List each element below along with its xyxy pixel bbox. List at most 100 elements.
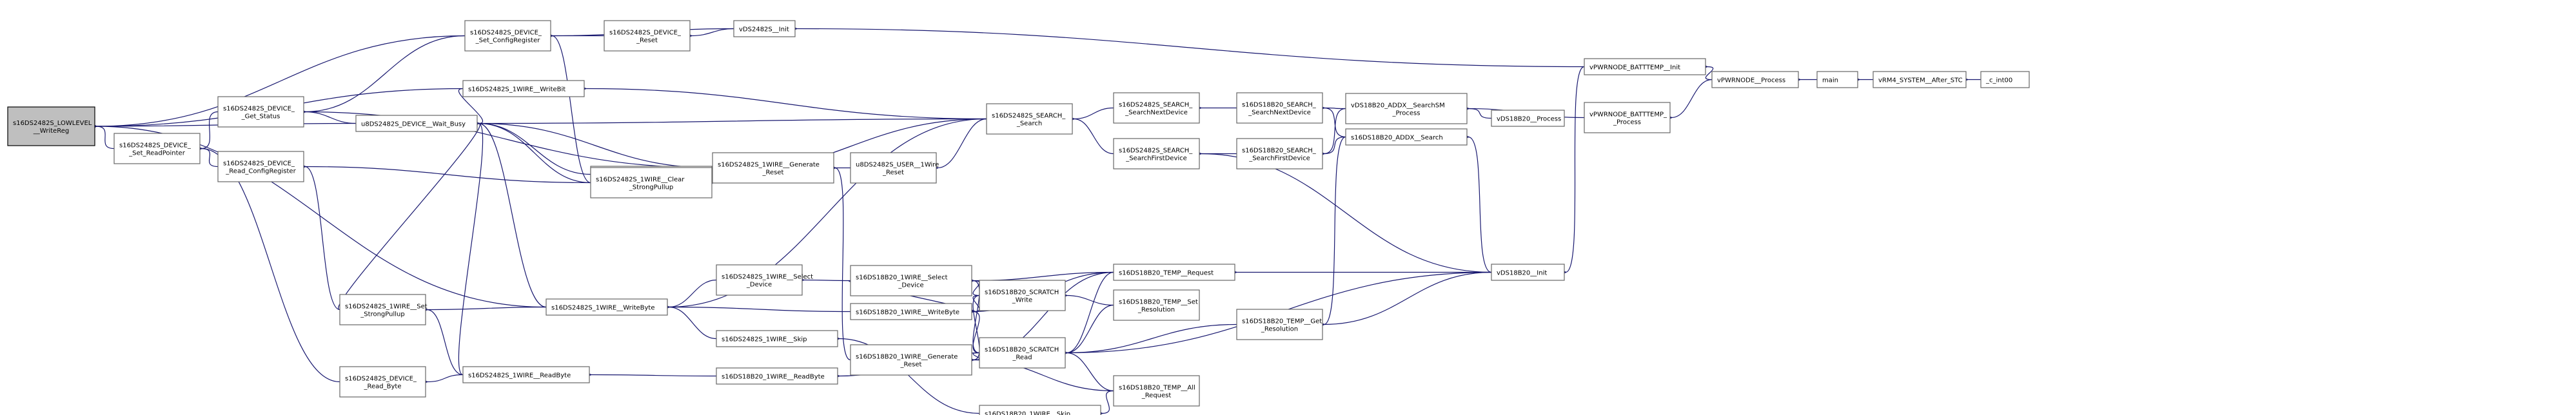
call-edge-readByteW-to-waitBusy xyxy=(458,124,484,376)
node-label-line: _Reset xyxy=(882,169,904,177)
node-tempSetRes[interactable]: s16DS18B20_TEMP__Set_Resolution xyxy=(1113,289,1200,321)
call-edge-pwrProcess-to-battProcess xyxy=(1671,79,1713,118)
node-setStrong[interactable]: s16DS2482S_1WIRE__Set_StrongPullup xyxy=(339,294,428,325)
node-b20SearchFirst[interactable]: s16DS18B20_SEARCH__SearchFirstDevice xyxy=(1236,138,1323,169)
call-edge-clearStrong-to-setCfg xyxy=(552,36,591,184)
node-userReset[interactable]: u8DS2482S_USER__1Wire_Reset xyxy=(850,152,939,184)
node-readByteDev[interactable]: s16DS2482S_DEVICE__Read_Byte xyxy=(339,366,426,398)
node-label-line: _c_int00 xyxy=(1985,77,2012,84)
node-search[interactable]: s16DS2482S_SEARCH__Search xyxy=(986,103,1073,135)
node-writeByte[interactable]: s16DS2482S_1WIRE__WriteByte xyxy=(546,298,668,316)
node-b20ReadByte[interactable]: s16DS18B20_1WIRE__ReadByte xyxy=(716,367,838,385)
node-label-line: _Reset xyxy=(636,37,658,44)
node-genReset[interactable]: s16DS2482S_1WIRE__Generate_Reset xyxy=(712,152,834,184)
node-tempAllReq[interactable]: s16DS18B20_TEMP__All_Request xyxy=(1113,375,1200,407)
node-readCfg[interactable]: s16DS2482S_DEVICE__Read_ConfigRegister xyxy=(217,151,304,182)
call-edge-b20Init-to-addxSearch xyxy=(1468,137,1492,273)
node-tempGetRes[interactable]: s16DS18B20_TEMP__Get_Resolution xyxy=(1236,309,1323,340)
call-edge-battInit-to-init2482 xyxy=(796,29,1585,68)
call-edge-genReset-to-waitBusy xyxy=(478,124,713,169)
node-scratchWrite[interactable]: s16DS18B20_SCRATCH_Write xyxy=(979,280,1066,311)
call-edge-search-to-userReset xyxy=(938,118,987,168)
node-cint00[interactable]: _c_int00 xyxy=(1980,71,2030,88)
node-addxSearchSM[interactable]: vDS18B20_ADDX__SearchSM_Process xyxy=(1345,93,1468,124)
node-box xyxy=(1236,309,1323,340)
call-edge-addxSearch-to-tempGetRes xyxy=(1324,136,1346,325)
node-label-line: vDS18B20_ADDX__SearchSM xyxy=(1351,102,1445,110)
node-b20SelDev[interactable]: s16DS18B20_1WIRE__Select_Device xyxy=(850,265,972,296)
node-label-line: s16DS18B20_TEMP__Request xyxy=(1119,270,1214,277)
node-init2482[interactable]: vDS2482S__Init xyxy=(733,20,796,37)
node-box xyxy=(1236,138,1323,169)
node-pwrProcess[interactable]: vPWRNODE__Process xyxy=(1711,71,1799,88)
call-edge-readByteW-to-setStrong xyxy=(427,310,464,376)
node-searchFirst[interactable]: s16DS2482S_SEARCH__SearchFirstDevice xyxy=(1113,138,1200,169)
node-box xyxy=(604,20,691,52)
node-readByteW[interactable]: s16DS2482S_1WIRE__ReadByte xyxy=(462,366,590,383)
call-nodes: s16DS2482S_LOWLEVEL__WriteRegs16DS2482S_… xyxy=(7,20,2030,415)
node-setCfg[interactable]: s16DS2482S_DEVICE__Set_ConfigRegister xyxy=(464,20,551,52)
node-waitBusy[interactable]: u8DS2482S_DEVICE__Wait_Busy xyxy=(355,115,478,132)
node-b20Process[interactable]: vDS18B20__Process xyxy=(1491,110,1565,127)
node-skipW[interactable]: s16DS2482S_1WIRE__Skip xyxy=(716,330,838,347)
node-battInit[interactable]: vPWRNODE_BATTTEMP__Init xyxy=(1584,58,1706,75)
node-label-line: s16DS2482S_1WIRE__WriteByte xyxy=(551,305,655,312)
call-edge-tempAllReq-to-scratchRead xyxy=(1067,353,1114,392)
node-box xyxy=(850,303,972,320)
node-label-line: _Request xyxy=(1141,392,1172,400)
node-label-line: s16DS2482S_1WIRE__Set xyxy=(345,304,428,311)
node-scratchRead[interactable]: s16DS18B20_SCRATCH_Read xyxy=(979,337,1066,369)
node-b20WriteByte[interactable]: s16DS18B20_1WIRE__WriteByte xyxy=(850,303,972,320)
call-edge-search-to-writeByte xyxy=(669,118,987,307)
node-label-line: s16DS2482S_1WIRE__Select xyxy=(722,274,813,281)
node-label-line: _Write xyxy=(1012,297,1032,304)
call-edge-scratchRead-to-b20WriteByte xyxy=(973,312,980,354)
node-label-line: vPWRNODE_BATTTEMP_ xyxy=(1589,111,1667,119)
call-edge-genReset-to-getStatus xyxy=(305,112,713,169)
node-b20Init[interactable]: vDS18B20__Init xyxy=(1491,264,1565,281)
node-label-line: s16DS2482S_DEVICE_ xyxy=(470,30,542,37)
node-box xyxy=(590,167,713,198)
node-box xyxy=(979,280,1066,311)
node-label-line: vDS18B20__Init xyxy=(1497,270,1547,277)
node-label-line: s16DS2482S_DEVICE_ xyxy=(223,160,295,168)
node-addxSearch[interactable]: s16DS18B20_ADDX__Search xyxy=(1345,128,1468,146)
call-edge-tempGetRes-to-scratchRead xyxy=(1067,323,1237,353)
call-edge-setCfg-to-root xyxy=(96,35,466,127)
node-label-line: _Device xyxy=(898,282,923,289)
call-edge-setReadPtr-to-root xyxy=(96,126,115,150)
node-writeBit[interactable]: s16DS2482S_1WIRE__WriteBit xyxy=(462,80,585,97)
call-edge-searchFirst-to-search xyxy=(1074,119,1114,155)
node-label-line: _Resolution xyxy=(1261,326,1298,333)
node-label-line: s16DS2482S_1WIRE__Clear xyxy=(596,177,685,184)
call-edge-selDev-to-writeByte xyxy=(669,279,717,307)
node-box xyxy=(113,133,201,164)
node-label-line: vPWRNODE_BATTTEMP__Init xyxy=(1589,64,1680,72)
call-edge-setCfg-to-getStatus xyxy=(305,35,466,112)
node-box xyxy=(7,106,95,146)
node-box xyxy=(355,115,478,132)
node-box xyxy=(1584,102,1671,133)
node-selDev[interactable]: s16DS2482S_1WIRE__Select_Device xyxy=(716,264,813,296)
call-edge-clearStrong-to-waitBusy xyxy=(478,124,591,184)
node-label-line: _Set_ReadPointer xyxy=(128,150,186,157)
node-label-line: vDS2482S__Init xyxy=(739,26,789,34)
node-tempRequest[interactable]: s16DS18B20_TEMP__Request xyxy=(1113,264,1235,281)
node-clearStrong[interactable]: s16DS2482S_1WIRE__Clear_StrongPullup xyxy=(590,167,713,198)
node-getStatus[interactable]: s16DS2482S_DEVICE__Get_Status xyxy=(217,96,304,128)
node-box xyxy=(1711,71,1799,88)
node-b20GenReset[interactable]: s16DS18B20_1WIRE__Generate_Reset xyxy=(850,344,972,376)
node-main[interactable]: main xyxy=(1816,71,1858,88)
node-label-line: _Set_ConfigRegister xyxy=(475,37,541,44)
call-edge-scratchRead-to-b20SelDev xyxy=(973,281,980,354)
node-battProcess[interactable]: vPWRNODE_BATTTEMP__Process xyxy=(1584,102,1671,133)
node-searchNext[interactable]: s16DS2482S_SEARCH__SearchNextDevice xyxy=(1113,92,1200,124)
node-devReset[interactable]: s16DS2482S_DEVICE__Reset xyxy=(604,20,691,52)
node-b20Skip[interactable]: s16DS18B20_1WIRE__Skip xyxy=(979,405,1101,415)
node-label-line: _Process xyxy=(1392,110,1421,117)
node-box xyxy=(1345,128,1468,146)
node-setReadPtr[interactable]: s16DS2482S_DEVICE__Set_ReadPointer xyxy=(113,133,201,164)
node-b20SearchNext[interactable]: s16DS18B20_SEARCH__SearchNextDevice xyxy=(1236,92,1323,124)
node-box xyxy=(1345,93,1468,124)
node-rm4[interactable]: vRM4_SYSTEM__After_STC xyxy=(1873,71,1967,88)
